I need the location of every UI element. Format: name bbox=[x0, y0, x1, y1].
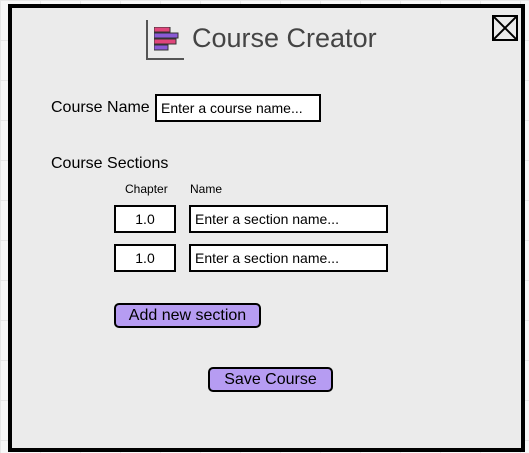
save-course-button[interactable]: Save Course bbox=[208, 367, 333, 392]
stacked-bars-icon bbox=[146, 20, 184, 60]
dialog-header: Course Creator bbox=[146, 20, 377, 62]
close-icon[interactable] bbox=[492, 15, 518, 41]
section-name-input[interactable] bbox=[189, 244, 388, 272]
column-header-chapter: Chapter bbox=[125, 182, 168, 196]
chapter-input[interactable] bbox=[114, 244, 176, 272]
course-name-input[interactable] bbox=[155, 94, 321, 122]
add-section-button[interactable]: Add new section bbox=[114, 303, 261, 328]
column-header-name: Name bbox=[190, 182, 223, 196]
section-name-input[interactable] bbox=[189, 205, 388, 233]
page-title: Course Creator bbox=[192, 23, 377, 53]
course-name-label: Course Name bbox=[51, 99, 150, 116]
chapter-input[interactable] bbox=[114, 205, 176, 233]
course-sections-label: Course Sections bbox=[51, 155, 169, 172]
course-creator-dialog: Course Creator Course Name Course Sectio… bbox=[8, 4, 525, 452]
